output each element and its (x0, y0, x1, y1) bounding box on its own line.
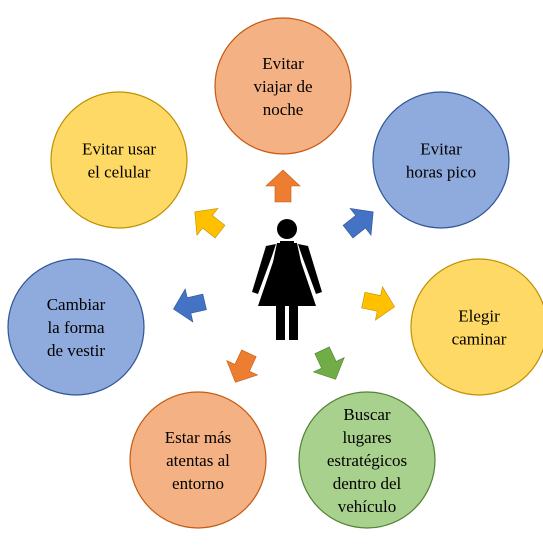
node-label-line: viajar de (254, 77, 313, 96)
node-label-line: atentas al (166, 451, 230, 470)
node-circle (214, 17, 352, 155)
node-evitar-horas-pico: Evitar horas pico (372, 91, 510, 229)
node-label-line: Cambiar (47, 295, 106, 314)
arrows-layer (173, 169, 396, 383)
node-circle (372, 91, 510, 229)
node-circle (50, 91, 188, 229)
node-label-line: Evitar usar (82, 140, 156, 159)
arrow-icon (265, 169, 301, 203)
node-label-line: Evitar (420, 140, 462, 159)
node-evitar-usar-celular: Evitar usar el celular (50, 91, 188, 229)
arrow-icon (312, 346, 345, 380)
node-cambiar-forma-de-vestir: Cambiar la forma de vestir (7, 258, 145, 396)
node-label-line: Elegir (458, 307, 500, 326)
node-label-line: horas pico (406, 163, 476, 182)
node-label-line: entorno (172, 474, 224, 493)
node-buscar-lugares-estrategicos: Buscar lugares estratégicos dentro del vehíc… (298, 391, 436, 529)
woman-figure-icon (252, 219, 322, 340)
node-label-line: de vestir (47, 341, 105, 360)
node-label-line: Buscar (343, 405, 391, 424)
node-label-line: vehículo (338, 497, 397, 516)
arrow-icon (226, 349, 259, 383)
node-label-line: caminar (452, 330, 507, 349)
node-label-line: noche (263, 100, 304, 119)
node-label-line: estratégicos (327, 451, 407, 470)
arrow-icon (342, 207, 374, 239)
arrow-icon (194, 207, 226, 239)
node-circle (7, 258, 145, 396)
arrow-icon (173, 288, 207, 323)
node-label-line: Evitar (262, 54, 304, 73)
node-estar-mas-atentas: Estar más atentas al entorno (129, 391, 267, 529)
node-label-line: la forma (47, 318, 105, 337)
node-elegir-caminar: Elegir caminar (410, 258, 543, 396)
arrow-icon (361, 285, 396, 321)
node-label-line: lugares (342, 428, 391, 447)
node-label-line: el celular (88, 163, 151, 182)
node-evitar-viajar-de-noche: Evitar viajar de noche (214, 17, 352, 155)
node-circle (298, 391, 436, 529)
node-circle (129, 391, 267, 529)
node-circle (410, 258, 543, 396)
node-label-line: dentro del (333, 474, 402, 493)
node-label-line: Estar más (165, 428, 232, 447)
